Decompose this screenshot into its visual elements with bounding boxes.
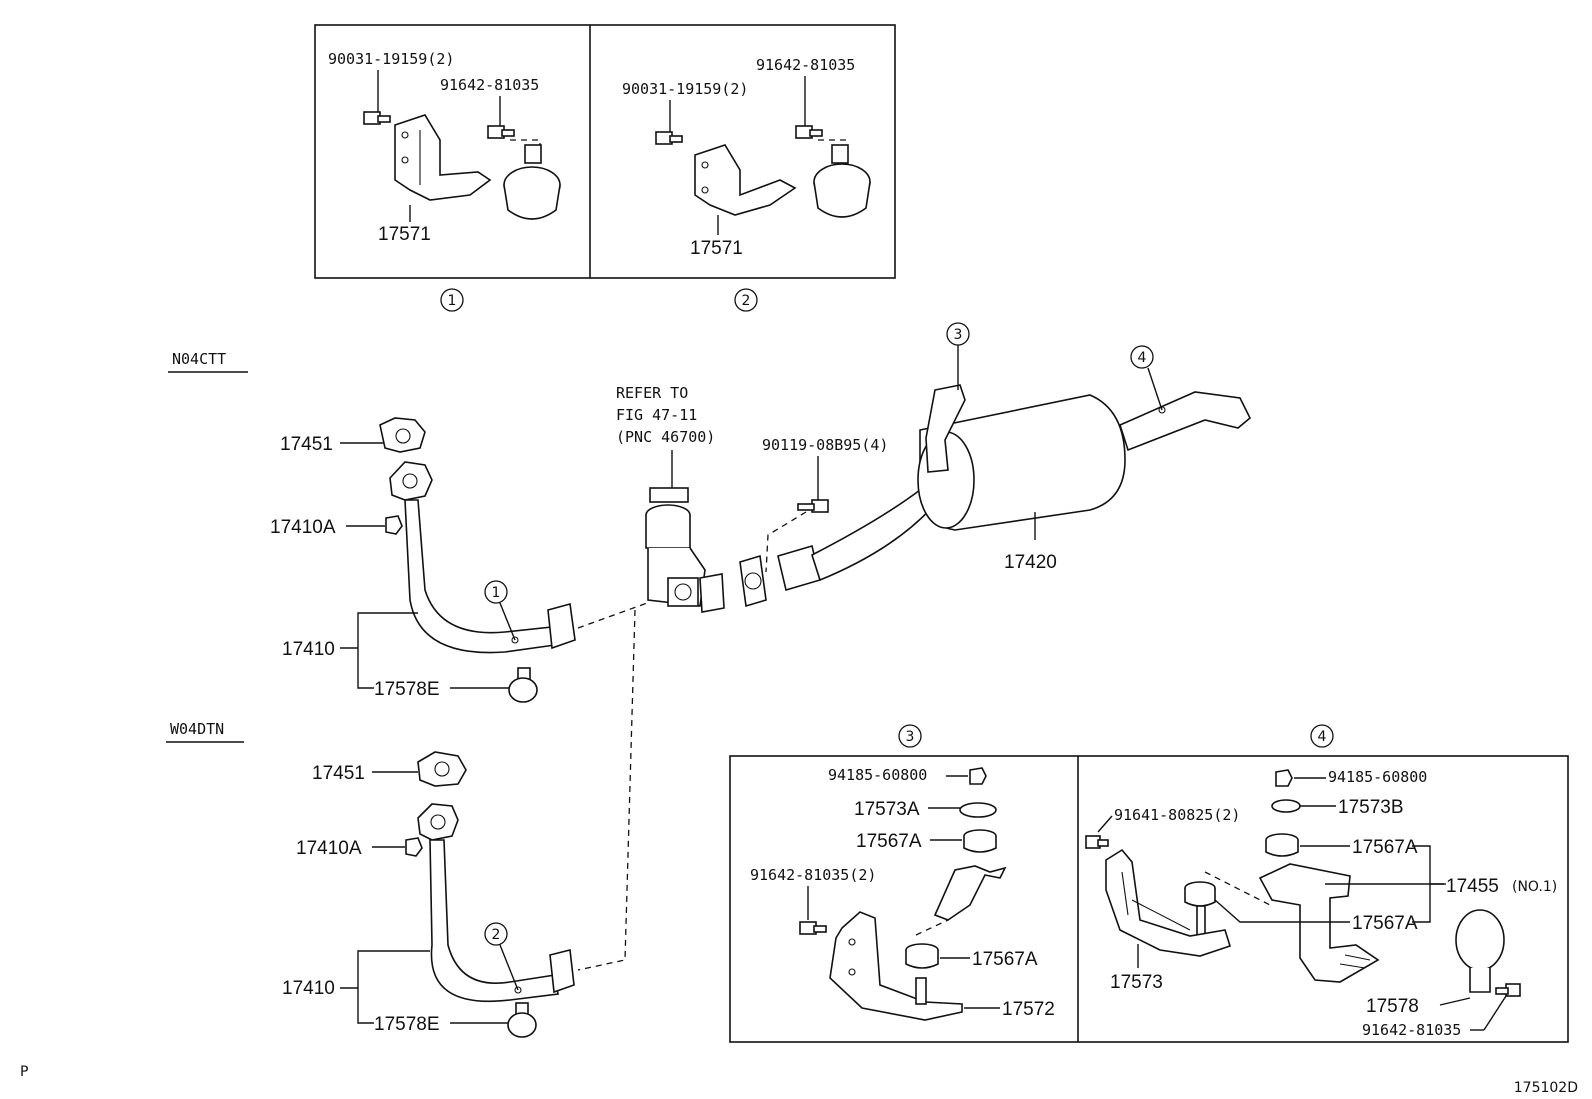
box3-bolt-label: 91642-81035(2)	[750, 866, 876, 884]
svg-text:1: 1	[492, 585, 501, 601]
box4-support-note: (NO.1)	[1512, 879, 1557, 895]
engine-label-bottom: W04DTN	[170, 720, 224, 738]
index-mark-4-ref	[1130, 345, 1154, 369]
box4-cushion-bot-label: 17567A	[1352, 913, 1418, 934]
lower-nut	[405, 837, 423, 857]
box1-bolt	[363, 111, 391, 125]
box4-washer	[1271, 799, 1301, 813]
index-mark-3-ref	[946, 322, 970, 346]
box1-clamp	[503, 139, 561, 220]
index-mark-1	[440, 288, 464, 312]
svg-text:4: 4	[1138, 350, 1147, 366]
box4-bolt	[1085, 835, 1109, 849]
refer-line-1: REFER TO	[616, 384, 688, 402]
box3-washer	[959, 802, 997, 818]
lower-clamp	[507, 1002, 537, 1038]
svg-text:2: 2	[742, 293, 751, 309]
upper-gasket-label: 17451	[280, 434, 333, 455]
muffler-bolt	[797, 499, 829, 513]
box2-bolt	[655, 131, 683, 145]
lower-clamp-label: 17578E	[374, 1014, 440, 1035]
pipe-mark-1	[484, 580, 508, 604]
upper-clamp	[508, 667, 538, 703]
box3-nut	[969, 767, 987, 785]
lower-pipe-label: 17410	[282, 978, 335, 999]
referenced-unit	[645, 487, 725, 613]
box1-bracket-label: 17571	[378, 224, 431, 245]
lower-gasket	[417, 751, 467, 787]
box2-bolt-label: 90031-19159(2)	[622, 80, 748, 98]
muffler-bolt-label: 90119-08B95(4)	[762, 436, 888, 454]
box2-bolt2-label: 91642-81035	[756, 56, 855, 74]
box3-nut-label: 94185-60800	[828, 766, 927, 784]
lower-nut-label: 17410A	[296, 838, 362, 859]
box2-bracket	[694, 144, 797, 216]
index-mark-2	[734, 288, 758, 312]
muffler-assembly	[739, 384, 1251, 608]
box2-bolt2	[795, 125, 823, 139]
box3-bracket-label: 17572	[1002, 999, 1055, 1020]
svg-text:1: 1	[448, 293, 457, 309]
box3-hanger-upper	[915, 865, 1007, 936]
box4-washer-label: 17573B	[1338, 797, 1404, 818]
box4-cushion-bot	[1184, 881, 1216, 937]
box3-cushion-top-label: 17567A	[856, 831, 922, 852]
box4-bolt2-label: 91642-81035	[1362, 1021, 1461, 1039]
box4-nut	[1275, 769, 1293, 787]
box2-bracket-label: 17571	[690, 238, 743, 259]
index-mark-4	[1310, 724, 1334, 748]
box3-cushion-top	[963, 829, 997, 853]
box1-bolt2	[487, 125, 515, 139]
upper-front-pipe	[389, 461, 576, 654]
box4-bolt-label: 91641-80825(2)	[1114, 806, 1240, 824]
svg-text:4: 4	[1318, 729, 1327, 745]
box3-cushion-bot-label: 17567A	[972, 949, 1038, 970]
lower-front-pipe	[417, 803, 575, 1003]
box4-support-label: 17455	[1446, 876, 1499, 897]
upper-gasket	[379, 417, 426, 453]
pipe-mark-2	[484, 922, 508, 946]
refer-line-2: FIG 47-11	[616, 406, 697, 424]
box1-bolt2-label: 91642-81035	[440, 76, 539, 94]
svg-text:3: 3	[954, 327, 963, 343]
box4-cushion-top	[1265, 833, 1299, 857]
box1-bolt-label: 90031-19159(2)	[328, 50, 454, 68]
refer-line-3: (PNC 46700)	[616, 428, 715, 446]
box3-bolt	[799, 921, 827, 935]
index-mark-3	[898, 724, 922, 748]
upper-nut-label: 17410A	[270, 517, 336, 538]
detail-box-3-4	[729, 755, 1569, 1043]
engine-label-top: N04CTT	[172, 350, 226, 368]
box3-washer-label: 17573A	[854, 799, 920, 820]
box2-clamp	[813, 139, 871, 218]
box3-cushion-bot	[905, 943, 939, 969]
box3-bracket	[829, 911, 963, 1021]
svg-text:3: 3	[906, 729, 915, 745]
box4-nut-label: 94185-60800	[1328, 768, 1427, 786]
upper-nut	[385, 515, 403, 535]
muffler-label: 17420	[1004, 552, 1057, 573]
box4-cushion-top-label: 17567A	[1352, 837, 1418, 858]
detail-box-1-2	[314, 24, 896, 279]
box4-clamp-label: 17578	[1366, 996, 1419, 1017]
box4-bracket	[1105, 848, 1231, 957]
box4-bolt2	[1495, 983, 1521, 997]
box1-bracket	[394, 114, 492, 201]
upper-clamp-label: 17578E	[374, 679, 440, 700]
svg-text:2: 2	[492, 927, 501, 943]
lower-gasket-label: 17451	[312, 763, 365, 784]
footer-left-mark: P	[20, 1064, 28, 1080]
box4-bracket-label: 17573	[1110, 972, 1163, 993]
upper-pipe-label: 17410	[282, 639, 335, 660]
diagram-code: 175102D	[1514, 1080, 1578, 1096]
box4-clamp	[1455, 909, 1505, 993]
box4-support	[1258, 863, 1380, 983]
